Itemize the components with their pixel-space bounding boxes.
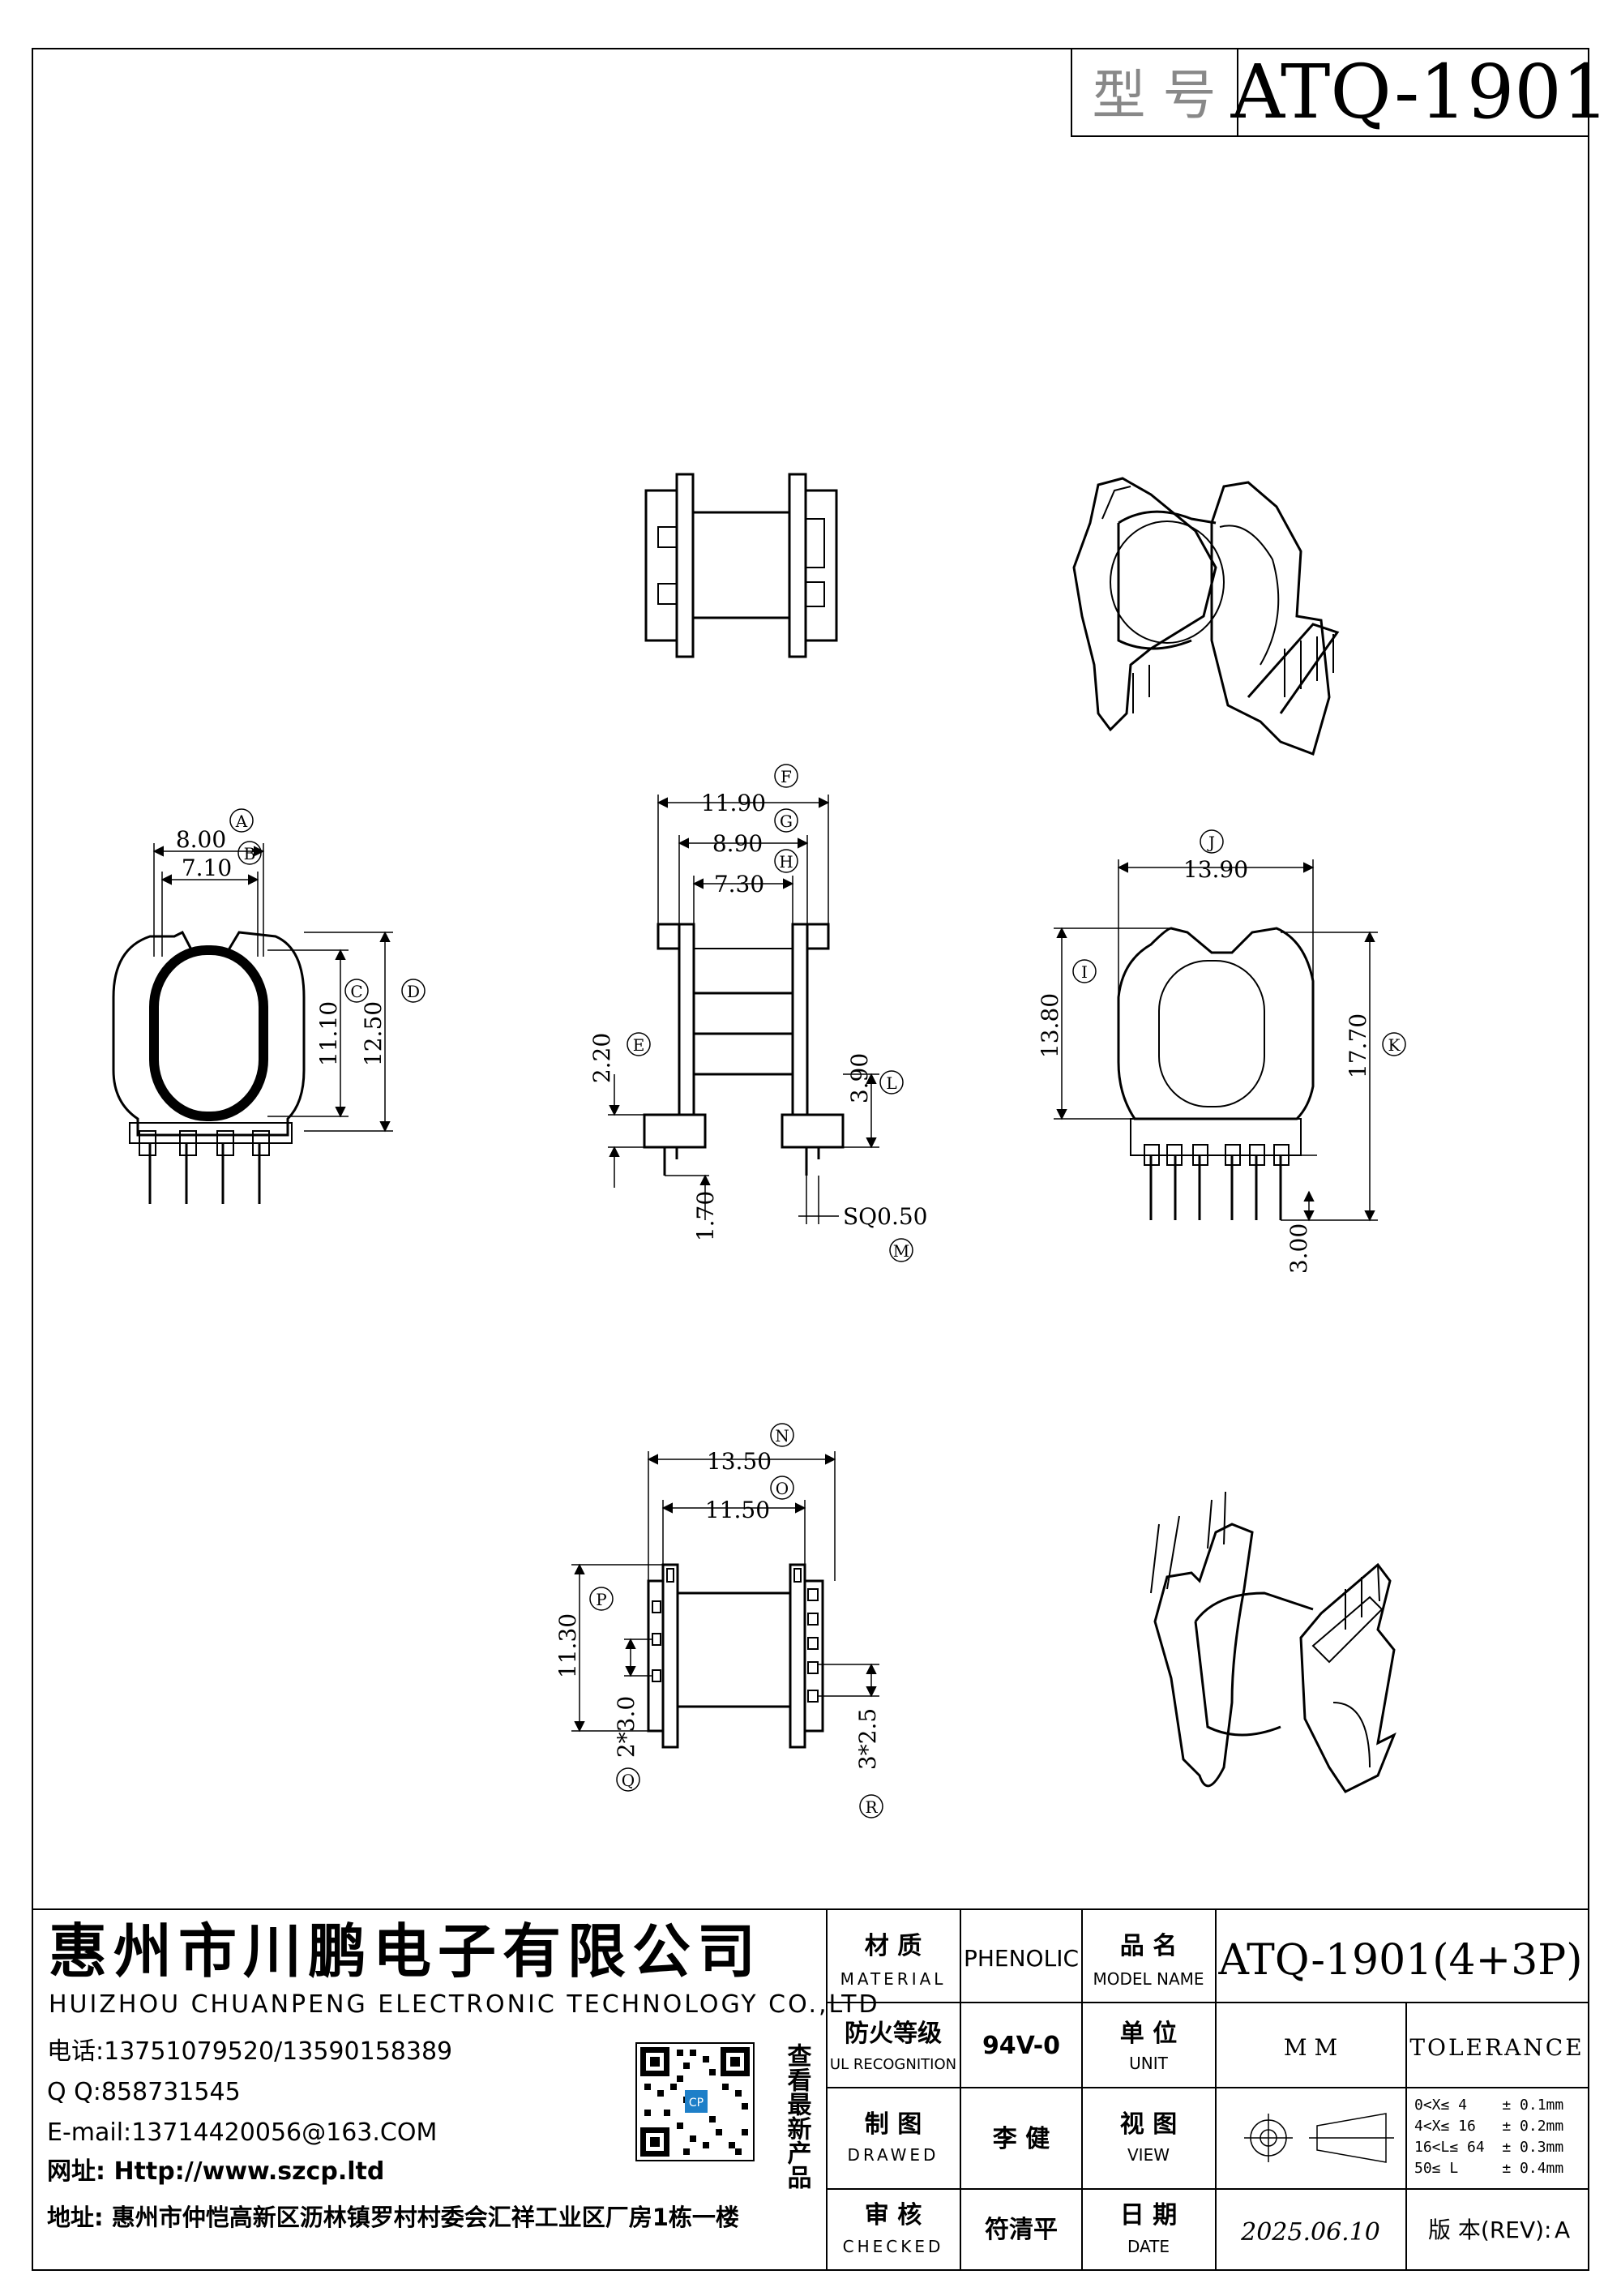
company-phone: 电话:13751079520/13590158389	[47, 2037, 452, 2066]
label-K: K	[1388, 1035, 1401, 1055]
dim-F: 11.90	[701, 790, 766, 816]
tolerance-row-4: 50≤ L ± 0.4mm	[1414, 2160, 1563, 2177]
header-model-box: 型 号 ATQ-1901	[1071, 48, 1610, 137]
dim-R: 3*2.5	[854, 1708, 881, 1770]
model-cn: 品 名	[1120, 1932, 1177, 1960]
tolerance-row-1: 0<X≤ 4 ± 0.1mm	[1414, 2097, 1563, 2114]
company-web: 网址: Http://www.szcp.ltd	[47, 2157, 384, 2186]
dim-I: 13.80	[1037, 993, 1063, 1058]
projection-symbol-icon	[1244, 2113, 1394, 2163]
side-view-left: 8.00 A 7.10 B 11.10 C 12.50 D	[112, 808, 426, 1204]
label-C: C	[350, 982, 362, 1001]
title-block: 惠州市川鹏电子有限公司 HUIZHOU CHUANPENG ELECTRONIC…	[32, 1908, 1589, 2270]
dim-P: 11.30	[554, 1613, 581, 1678]
label-O: O	[776, 1479, 789, 1498]
dim-H: 7.30	[714, 871, 764, 897]
side-view-right: 13.90 J 13.80 I 17.70 K 3.00	[1037, 829, 1406, 1274]
dim-B: 7.10	[182, 855, 232, 881]
dim-Q: 2*3.0	[613, 1696, 639, 1758]
material-cn: 材 质	[865, 1932, 922, 1960]
tolerance-row-2: 4<X≤ 16 ± 0.2mm	[1414, 2118, 1563, 2135]
date-cn: 日 期	[1120, 2201, 1177, 2230]
tolerance-label: TOLERANCE	[1409, 2034, 1584, 2061]
label-Q: Q	[622, 1771, 635, 1790]
company-name-en: HUIZHOU CHUANPENG ELECTRONIC TECHNOLOGY …	[49, 1990, 880, 2019]
dim-pin-length: 1.70	[692, 1191, 719, 1241]
qr-side-text: 查看最新产品	[783, 2043, 812, 2189]
checked-value: 符清平	[985, 2216, 1058, 2244]
model-value: ATQ-1901(4+3P)	[1217, 1936, 1582, 1985]
label-N: N	[775, 1426, 789, 1446]
bottom-view: 13.50 N 11.50 O 11.30 P 2*3.0 Q 3*2.5 R	[554, 1423, 883, 1818]
date-value: 2025.06.10	[1240, 2218, 1380, 2247]
header-model-value: ATQ-1901	[1230, 49, 1610, 135]
label-L: L	[886, 1073, 896, 1093]
fire-cn: 防火等级	[845, 2020, 942, 2048]
dim-N: 13.50	[707, 1448, 772, 1475]
company-qq: Q Q:858731545	[47, 2078, 241, 2106]
top-front-view	[644, 473, 838, 658]
header-model-label: 型 号	[1093, 64, 1217, 126]
drawn-en: DRAWED	[848, 2145, 939, 2165]
dim-G: 8.90	[712, 830, 763, 857]
unit-cn: 单 位	[1120, 2020, 1177, 2048]
dim-K: 17.70	[1345, 1013, 1371, 1078]
iso-view-bottom	[1150, 1491, 1396, 1793]
qr-logo: CP	[689, 2097, 704, 2110]
fire-value: 94V-0	[982, 2032, 1060, 2060]
rev-label: 版 本(REV):	[1428, 2217, 1551, 2243]
label-H: H	[779, 852, 793, 872]
material-en: MATERIAL	[840, 1969, 947, 1989]
iso-view-top	[1072, 477, 1340, 756]
dim-A: 8.00	[176, 826, 226, 853]
company-address: 地址: 惠州市仲恺高新区沥林镇罗村村委会汇祥工业区厂房1栋一楼	[47, 2204, 739, 2231]
dim-D: 12.50	[360, 1001, 387, 1066]
tolerance-row-3: 16<L≤ 64 ± 0.3mm	[1414, 2139, 1563, 2156]
label-F: F	[781, 767, 792, 786]
dim-pin-length-right: 3.00	[1285, 1223, 1312, 1274]
label-A: A	[235, 812, 248, 831]
unit-value: M M	[1284, 2034, 1337, 2061]
label-P: P	[596, 1590, 606, 1609]
label-E: E	[633, 1035, 645, 1055]
label-J: J	[1207, 833, 1215, 852]
drawn-cn: 制 图	[865, 2110, 922, 2139]
date-en: DATE	[1127, 2237, 1170, 2256]
view-en: VIEW	[1127, 2145, 1170, 2165]
company-email: E-mail:13714420056@163.COM	[47, 2118, 437, 2147]
company-name-cn: 惠州市川鹏电子有限公司	[49, 1917, 762, 1985]
label-R: R	[865, 1797, 878, 1817]
checked-en: CHECKED	[843, 2237, 944, 2256]
label-D: D	[407, 982, 420, 1001]
checked-cn: 审 核	[865, 2201, 922, 2230]
dim-J: 13.90	[1183, 856, 1248, 883]
dim-E: 2.20	[588, 1033, 615, 1083]
fire-en: UL RECOGNITION	[830, 2056, 956, 2073]
label-B: B	[244, 844, 256, 863]
label-M: M	[893, 1241, 909, 1261]
front-view-center: 11.90 F 8.90 G 7.30 H 2.20 E 1.70 3.90 L…	[588, 764, 927, 1262]
dim-O: 11.50	[705, 1497, 770, 1523]
dim-M: SQ0.50	[843, 1203, 927, 1230]
dim-C: 11.10	[315, 1001, 342, 1066]
label-G: G	[780, 812, 793, 831]
view-cn: 视 图	[1120, 2110, 1177, 2139]
dim-L: 3.90	[846, 1053, 873, 1103]
material-value: PHENOLIC	[964, 1945, 1079, 1972]
qr-code: CP	[635, 2042, 755, 2161]
drawn-value: 李 健	[993, 2125, 1050, 2153]
rev-value: A	[1555, 2217, 1570, 2243]
model-en: MODEL NAME	[1093, 1969, 1204, 1989]
unit-en: UNIT	[1129, 2054, 1168, 2073]
sheet-border	[32, 48, 1589, 2271]
label-I: I	[1081, 962, 1088, 982]
